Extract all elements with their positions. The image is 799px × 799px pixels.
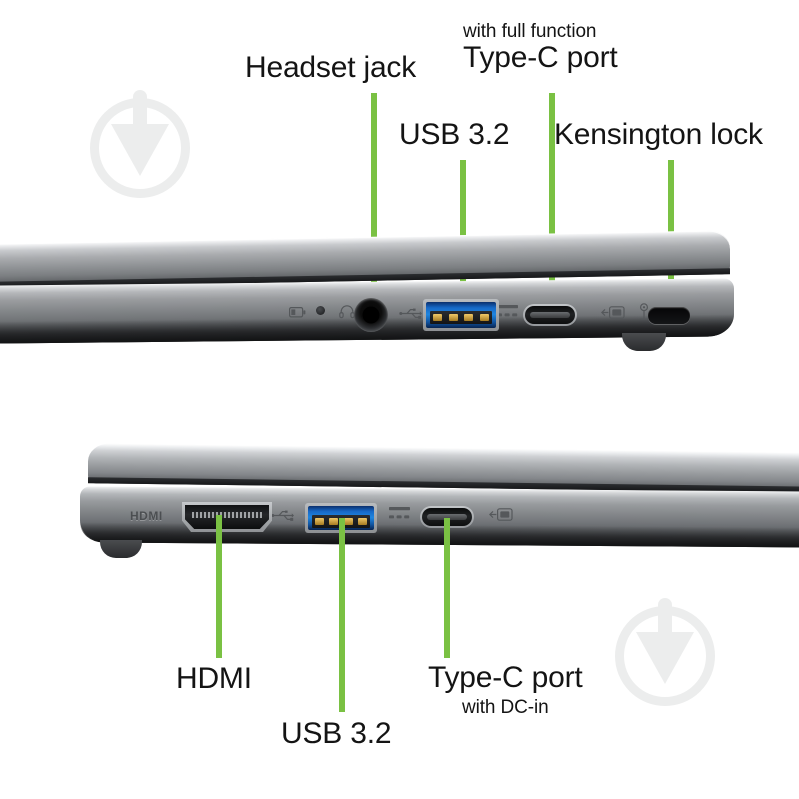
- usb-pin: [358, 518, 368, 525]
- watermark-triangle: [111, 124, 169, 176]
- label-headset-jack-text: Headset jack: [245, 51, 417, 84]
- usb-pin: [479, 314, 489, 321]
- laptop-lid-bottom-view: [88, 443, 799, 493]
- label-usb32-bottom-text: USB 3.2: [281, 717, 392, 750]
- leader-line-usb32-bottom: [339, 518, 345, 712]
- label-usb32-top-text: USB 3.2: [399, 118, 510, 151]
- laptop-right-side-view: [0, 230, 740, 357]
- leader-line-typec-dc: [444, 518, 450, 658]
- usb-c-cavity: [525, 306, 575, 324]
- label-typec-dc-in: Type-C port with DC-in: [428, 662, 583, 717]
- label-usb32-top: USB 3.2: [399, 118, 510, 151]
- port-usb-type-c-dc-in[interactable]: [420, 506, 474, 528]
- usb-trident-icon: [271, 510, 295, 521]
- port-hdmi[interactable]: [182, 502, 272, 532]
- usb-pin: [314, 518, 324, 525]
- label-hdmi: HDMI: [176, 663, 252, 695]
- port-kensington-lock-slot[interactable]: [648, 307, 690, 324]
- leader-line-typec-full: [549, 93, 555, 310]
- usb-a-tongue: [430, 311, 492, 324]
- label-typec-dc-in-sub: with DC-in: [461, 696, 549, 718]
- label-kensington-lock: Kensington lock: [554, 119, 763, 151]
- usb-c-cavity: [422, 508, 472, 526]
- display-out-icon: [601, 306, 625, 319]
- power-led-indicator: [316, 306, 325, 315]
- hdmi-cavity: [185, 505, 269, 529]
- label-usb32-bottom: USB 3.2: [281, 717, 392, 750]
- usb-pin: [433, 314, 443, 321]
- label-typec-full-function-text: Type-C port: [463, 40, 618, 74]
- watermark-top-left: [90, 90, 190, 198]
- usb-superspeed-icon: [497, 305, 519, 319]
- port-headset-jack[interactable]: [354, 298, 388, 332]
- label-typec-dc-in-text: Type-C port: [428, 661, 583, 694]
- usb-a-cavity: [426, 302, 496, 328]
- headset-icon: [339, 304, 355, 319]
- usb-trident-icon: [399, 308, 423, 319]
- usb-pin: [448, 314, 458, 321]
- usb-superspeed-icon: [389, 507, 411, 521]
- battery-indicator-icon: [289, 307, 306, 318]
- label-typec-full-function: with full function Type-C port: [463, 21, 618, 74]
- label-kensington-lock-text: Kensington lock: [554, 118, 763, 151]
- display-out-icon: [489, 508, 513, 521]
- laptop-rubber-foot: [622, 333, 666, 351]
- usb-pin: [464, 314, 474, 321]
- label-typec-full-function-sub: with full function: [463, 21, 597, 42]
- laptop-rubber-foot: [100, 540, 142, 558]
- watermark-triangle: [636, 632, 694, 684]
- label-headset-jack: Headset jack: [245, 52, 416, 84]
- padlock-icon: [637, 303, 651, 320]
- label-hdmi-text: HDMI: [176, 662, 252, 695]
- port-usb-a-32-top[interactable]: [423, 299, 499, 331]
- hdmi-label-mark: HDMI: [130, 509, 163, 523]
- leader-line-headset-jack: [371, 93, 377, 306]
- leader-line-hdmi: [216, 515, 222, 658]
- port-usb-type-c-full-function[interactable]: [523, 304, 577, 326]
- laptop-left-side-view: HDMI: [0, 443, 799, 563]
- usb-pin: [343, 518, 353, 525]
- usb-pin: [329, 518, 339, 525]
- port-usb-a-32-bottom[interactable]: [305, 503, 377, 533]
- watermark-bottom-right: [615, 598, 715, 706]
